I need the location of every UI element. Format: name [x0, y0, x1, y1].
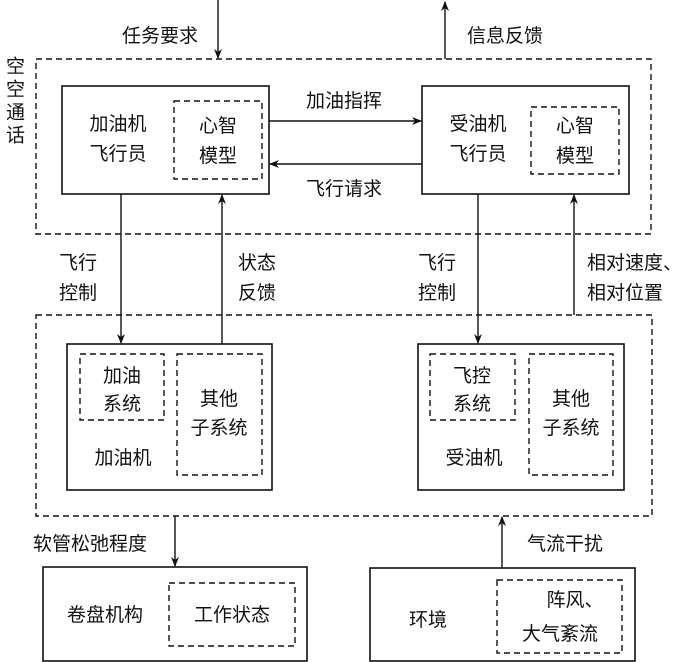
- tanker-other-line1: 其他: [200, 388, 238, 410]
- turbulence-label: 大气紊流: [522, 623, 598, 645]
- tanker-aircraft-box: [66, 343, 273, 491]
- state-feedback-line1: 状态: [238, 252, 276, 274]
- receiver-pilot-box: [421, 85, 630, 195]
- air-to-air-comm-text: 空空通话: [3, 56, 25, 148]
- refuel-system-line2: 系统: [103, 393, 141, 415]
- tanker-pilot-line1: 加油机: [89, 113, 146, 135]
- environment-box: [369, 567, 636, 662]
- refuel-system-box: [79, 353, 165, 421]
- task-requirement-label: 任务要求: [122, 25, 198, 47]
- receiver-flight-control-line2: 控制: [418, 282, 456, 304]
- refuel-system-line1: 加油: [103, 365, 141, 387]
- flight-control-system-line1: 飞控: [453, 365, 491, 387]
- receiver-mental-model-line1: 心智: [556, 115, 594, 137]
- aircraft-layer-boundary: [35, 314, 653, 517]
- receiver-aircraft-box: [417, 343, 625, 491]
- hose-slack-label: 软管松弛程度: [33, 533, 147, 555]
- receiver-other-line2: 子系统: [542, 417, 599, 439]
- state-feedback-line2: 反馈: [238, 282, 276, 304]
- environment-label: 环境: [409, 609, 447, 631]
- relative-speed-label: 相对速度、: [587, 252, 682, 274]
- tanker-flight-control-line2: 控制: [59, 282, 97, 304]
- relative-position-label: 相对位置: [587, 282, 663, 304]
- tanker-mental-model-box: [173, 100, 263, 180]
- airflow-disturbance-label: 气流干扰: [527, 533, 603, 555]
- air-to-air-comm-label: 空空通话: [3, 56, 25, 148]
- flight-control-system-box: [429, 353, 516, 421]
- receiver-mental-model-box: [530, 106, 620, 175]
- tanker-aircraft-label: 加油机: [94, 447, 151, 469]
- gust-label: 阵风、: [546, 589, 603, 611]
- tanker-other-line2: 子系统: [190, 417, 247, 439]
- reel-state-label: 工作状态: [194, 604, 270, 626]
- receiver-other-subsystems-box: [528, 353, 614, 476]
- tanker-pilot-box: [61, 85, 270, 195]
- receiver-flight-control-line1: 飞行: [418, 252, 456, 274]
- disturbance-box: [496, 579, 623, 654]
- receiver-aircraft-label: 受油机: [445, 447, 502, 469]
- flight-control-system-line2: 系统: [453, 393, 491, 415]
- pilot-layer-boundary: [35, 58, 652, 235]
- tanker-pilot-line2: 飞行员: [89, 143, 146, 165]
- tanker-mental-model-line2: 模型: [199, 145, 237, 167]
- reel-state-box: [168, 582, 296, 647]
- receiver-mental-model-line2: 模型: [556, 145, 594, 167]
- tanker-flight-control-line1: 飞行: [59, 252, 97, 274]
- tanker-mental-model-line1: 心智: [199, 115, 237, 137]
- info-feedback-label: 信息反馈: [467, 25, 543, 47]
- flight-request-label: 飞行请求: [306, 178, 382, 200]
- reel-mechanism-label: 卷盘机构: [67, 604, 143, 626]
- tanker-other-subsystems-box: [176, 353, 263, 476]
- reel-mechanism-box: [42, 566, 308, 662]
- refuel-command-label: 加油指挥: [306, 90, 382, 112]
- receiver-pilot-line1: 受油机: [449, 113, 506, 135]
- receiver-pilot-line2: 飞行员: [449, 143, 506, 165]
- receiver-other-line1: 其他: [552, 388, 590, 410]
